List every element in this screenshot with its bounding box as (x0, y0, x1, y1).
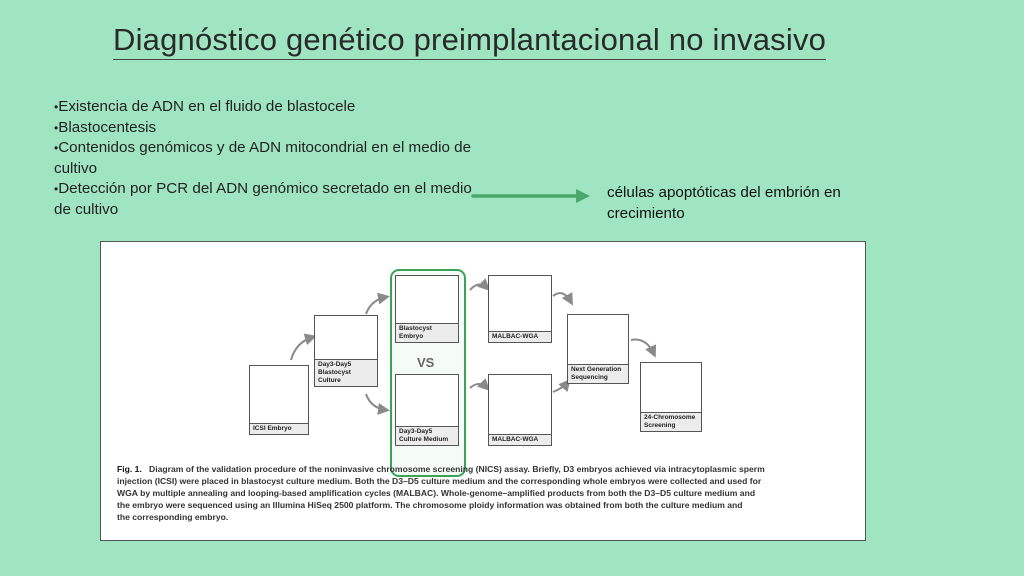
bullet-item: Blastocentesis (54, 118, 484, 139)
caption-line: Diagram of the validation procedure of t… (149, 464, 765, 474)
flow-arrows (257, 278, 696, 423)
caption-line: the embryo were sequenced using an Illum… (117, 500, 743, 511)
bullet-text: Blastocentesis (58, 118, 157, 136)
bullet-item: Existencia de ADN en el fluido de blasto… (54, 97, 484, 118)
culture-label: Day3-Day5 Blastocyst Culture (315, 359, 377, 386)
medium-label: Day3-Day5 Culture Medium (396, 426, 458, 445)
figure-caption: Fig. 1. Diagram of the validation proced… (117, 463, 852, 523)
blastocyst-label: Blastocyst Embryo (396, 323, 458, 342)
icsi-embryo-label: ICSI Embryo (250, 423, 308, 434)
ngs-box: Next Generation Sequencing (567, 314, 629, 384)
bullet-item: Contenidos genómicos y de ADN mitocondri… (54, 138, 484, 179)
malbac-bottom-box: MALBAC-WGA (488, 374, 552, 446)
figure-number: Fig. 1. (117, 464, 142, 474)
screening-box: 24-Chromosome Screening (640, 362, 702, 432)
caption-line: injection (ICSI) were placed in blastocy… (117, 476, 762, 487)
right-arrow-icon (471, 189, 590, 203)
slide-title: Diagnóstico genético preimplantacional n… (113, 22, 827, 60)
vs-label: VS (417, 355, 435, 370)
malbac-bottom-label: MALBAC-WGA (489, 434, 551, 445)
screening-label: 24-Chromosome Screening (641, 412, 701, 431)
culture-box: Day3-Day5 Blastocyst Culture (314, 315, 378, 387)
bullet-text: Detección por PCR del ADN genómico secre… (54, 180, 472, 218)
caption-line: the corresponding embryo. (117, 512, 229, 523)
bullet-text: Contenidos genómicos y de ADN mitocondri… (54, 139, 472, 177)
malbac-top-label: MALBAC-WGA (489, 331, 551, 342)
ngs-label: Next Generation Sequencing (568, 364, 628, 383)
malbac-top-box: MALBAC-WGA (488, 275, 552, 343)
medium-box: Day3-Day5 Culture Medium (395, 374, 459, 446)
icsi-embryo-box: ICSI Embryo (249, 365, 309, 435)
bullet-list: Existencia de ADN en el fluido de blasto… (54, 97, 484, 221)
blastocyst-box: Blastocyst Embryo (395, 275, 459, 343)
result-text: células apoptóticas del embrión en creci… (607, 184, 841, 222)
bullet-item: Detección por PCR del ADN genómico secre… (54, 179, 484, 220)
caption-line: WGA by multiple annealing and looping-ba… (117, 488, 756, 499)
bullet-text: Existencia de ADN en el fluido de blasto… (58, 98, 356, 115)
figure-diagram: ICSI Embryo Day3-Day5 Blastocyst Culture… (100, 241, 866, 541)
